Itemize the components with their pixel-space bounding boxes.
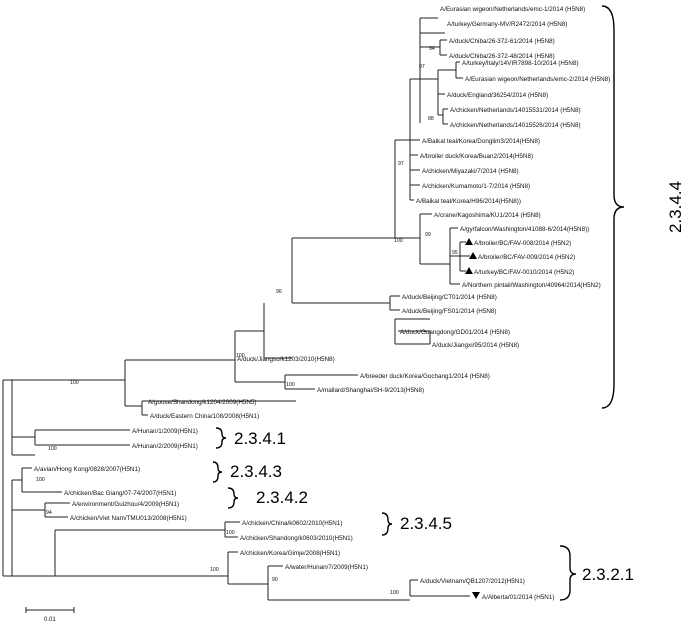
leaf-label: A/chicken/China/k0602/2010(H5N1) <box>242 520 342 527</box>
leaf-label: A/duck/Vietnam/QB1207/2012(H5N1) <box>420 578 525 585</box>
bootstrap-value: 94 <box>429 46 435 52</box>
leaf-label: A/chicken/Shandong/k0603/2010(H5N1) <box>240 535 353 542</box>
leaf-label: A/turkey/Germany-MV/R2472/2014 (H5N8) <box>447 21 567 28</box>
leaf-label: A/mallard/Shanghai/SH-9/2013(H5N8) <box>317 387 424 394</box>
clade-bracket-2342 <box>227 487 239 509</box>
leaf-label: A/Baikal teal/Korea/H96/2014(H5N8)) <box>416 198 521 205</box>
clade-bracket-2345 <box>381 512 393 536</box>
leaf-label: A/duck/Guangdong/GD01/2014 (H5N8) <box>400 329 510 336</box>
leaf-label: A/duck/Jiangxi/95/2014 (H5N8) <box>432 342 519 349</box>
leaf-label: A/breeder duck/Korea/Gochang1/2014 (H5N8… <box>360 373 490 380</box>
leaf-label: A/chicken/Netherlands/14015526/2014 (H5N… <box>450 122 581 129</box>
leaf-label: A/Alberta/01/2014 (H5N1) <box>482 594 554 601</box>
leaf-label: A/chicken/Viet Nam/TMU013/2008(H5N1) <box>70 515 187 522</box>
leaf-label: A/Eurasian wigeon/Netherlands/emc-2/2014… <box>465 76 610 83</box>
tree-branches <box>2 17 470 601</box>
leaf-label: A/gyrfalcon/Washington/41088-6/2014(H5N8… <box>460 226 589 233</box>
leaf-label: A/crane/Kagoshima/KU1/2014 (H5N8) <box>434 212 541 219</box>
triangle-up-icon <box>465 238 473 245</box>
leaf-label: A/chicken/Netherlands/14015531/2014 (H5N… <box>450 107 581 114</box>
clade-bracket-2343 <box>212 461 223 483</box>
bootstrap-value: 90 <box>272 577 278 583</box>
triangle-up-icon <box>465 267 473 274</box>
bootstrap-value: 100 <box>236 353 245 359</box>
bootstrap-value: 100 <box>48 446 57 452</box>
leaf-label: A/broiler/BC/FAV-009/2014 (H5N2) <box>478 254 575 261</box>
isolate-markers <box>465 238 480 599</box>
leaf-label: A/duck/Eastern China/108/2008(H5N1) <box>150 413 259 420</box>
triangle-up-icon <box>469 252 477 259</box>
clade-bracket-2321 <box>559 545 577 601</box>
bootstrap-value: 100 <box>210 567 219 573</box>
bootstrap-value: 97 <box>419 64 425 70</box>
leaf-label: A/Northern pintail/Washington/40964/2014… <box>462 282 601 289</box>
clade-label-2343: 2.3.4.3 <box>230 462 282 481</box>
leaf-label: A/duck/Chiba/26-372-61/2014 (H5N8) <box>449 38 555 45</box>
leaf-label: A/turkey/Italy/14VIR7898-10/2014 (H5N8) <box>462 60 579 67</box>
bootstrap-value: 96 <box>276 289 282 295</box>
leaf-label: A/chicken/Miyazaki/7/2014 (H5N8) <box>422 168 519 175</box>
bootstrap-value: 94 <box>46 510 52 516</box>
leaf-label: A/broiler/BC/FAV-008/2014 (H5N2) <box>474 240 571 247</box>
leaf-label: A/Baikal teal/Korea/Donglim3/2014(H5N8) <box>422 138 540 145</box>
leaf-label: A/environment/Guizhou/4/2009(H5N1) <box>72 501 179 508</box>
leaf-label: A/duck/Beijing/FS01/2014 (H5N8) <box>402 308 497 315</box>
clade-label-2344: 2.3.4.4 <box>666 181 685 233</box>
leaf-label: A/turkey/BC/FAV-0010/2014 (H5N2) <box>474 269 574 276</box>
leaf-label: A/chicken/Korea/Gimje/2008(H5N1) <box>240 550 340 557</box>
leaf-label: A/duck/England/36254/2014 (H5N8) <box>447 92 548 99</box>
leaf-label: A/avian/Hong Kong/0828/2007(H5N1) <box>34 466 140 473</box>
leaf-label: A/duck/Jiangsu/k1203/2010(H5N8) <box>237 356 335 363</box>
leaf-label: A/duck/Beijing/CT01/2014 (H5N8) <box>402 294 497 301</box>
clade-label-2345: 2.3.4.5 <box>400 514 452 533</box>
leaf-label: A/Hunan/2/2009(H5N1) <box>132 443 198 450</box>
bootstrap-values: 94 97 88 97 99 95 100 96 100 100 100 100… <box>36 46 458 596</box>
bootstrap-value: 100 <box>394 238 403 244</box>
bootstrap-value: 100 <box>36 477 45 483</box>
leaf-label: A/duck/Chiba/26-372-48/2014 (H5N8) <box>449 53 555 60</box>
leaf-label: A/chicken/Kumamoto/1-7/2014 (H5N8) <box>422 183 530 190</box>
scale-bar: 0.01 <box>25 607 75 623</box>
scale-bar-label: 0.01 <box>44 617 56 623</box>
bootstrap-value: 97 <box>398 161 404 167</box>
clade-label-2321: 2.3.2.1 <box>582 565 634 584</box>
clade-bracket-2344 <box>601 5 625 409</box>
bootstrap-value: 99 <box>425 232 431 238</box>
leaf-label: A/water/Hunan/7/2009(H5N1) <box>285 564 368 571</box>
leaf-label: A/goose/Shandong/k1204/2009(H5N5) <box>148 399 257 406</box>
clade-label-2342: 2.3.4.2 <box>256 488 308 507</box>
leaf-label: A/Hunan/1/2009(H5N1) <box>132 428 198 435</box>
clade-label-2341: 2.3.4.1 <box>234 429 286 448</box>
clade-brackets: 2.3.4.4 2.3.4.1 2.3.4.3 2.3.4.2 2.3.4.5 … <box>212 5 685 601</box>
bootstrap-value: 100 <box>390 590 399 596</box>
leaf-label: A/broiler duck/Korea/Buan2/2014(H5N8) <box>420 153 533 160</box>
bootstrap-value: 100 <box>70 380 79 386</box>
leaf-label: A/Eurasian wigeon/Netherlands/emc-1/2014… <box>440 6 585 13</box>
bootstrap-value: 100 <box>226 530 235 536</box>
bootstrap-value: 88 <box>428 116 434 122</box>
bootstrap-value: 100 <box>286 382 295 388</box>
bootstrap-value: 95 <box>452 250 458 256</box>
clade-bracket-2341 <box>215 427 227 449</box>
leaf-label: A/chicken/Bac Giang/07-74/2007(H5N1) <box>64 490 176 497</box>
leaf-labels: A/Eurasian wigeon/Netherlands/emc-1/2014… <box>34 6 610 601</box>
triangle-down-icon <box>472 592 480 599</box>
